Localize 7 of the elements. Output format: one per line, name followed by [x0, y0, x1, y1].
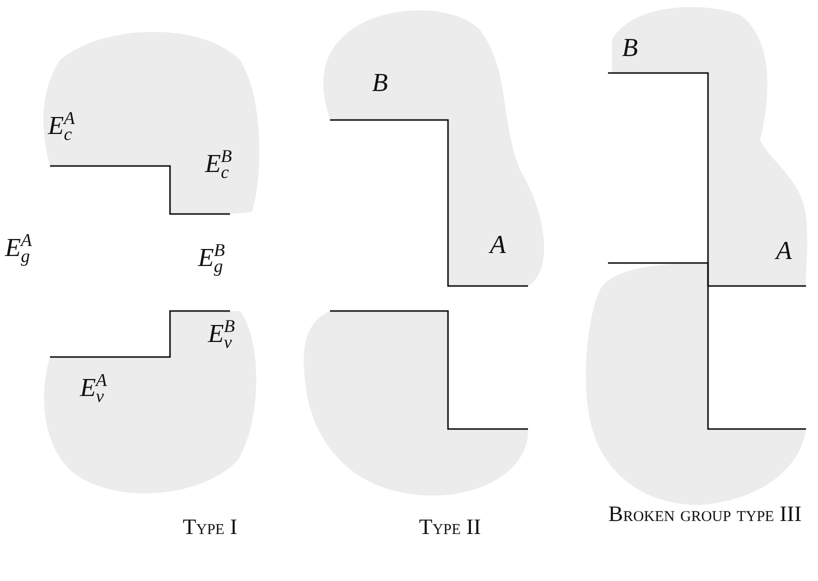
- panel-caption: Broken group type III: [607, 500, 803, 528]
- panel-caption: Type I: [182, 513, 238, 540]
- material-label: B: [372, 70, 388, 96]
- material-label: B: [622, 35, 638, 61]
- material-label: A: [776, 238, 792, 264]
- material-label: A: [490, 232, 506, 258]
- panel-caption: Type II: [418, 513, 482, 540]
